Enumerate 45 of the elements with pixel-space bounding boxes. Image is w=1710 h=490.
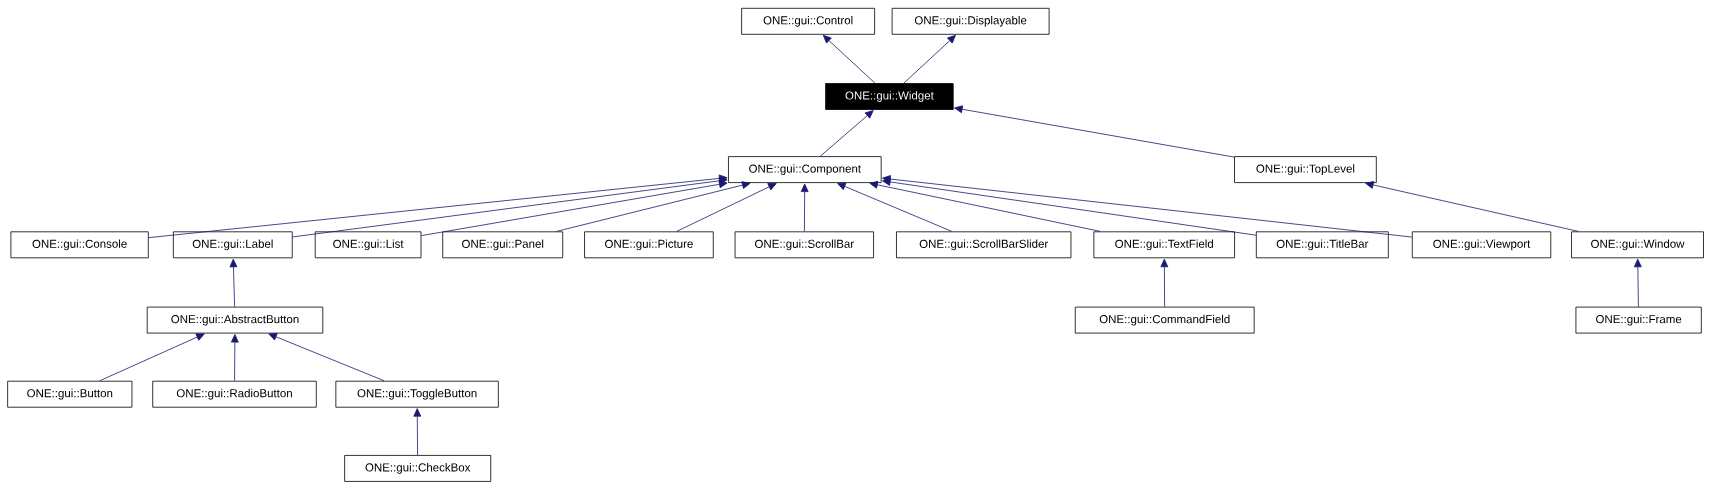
inheritance-arrow [229,258,238,308]
class-box: ONE::gui::Window [1571,231,1704,259]
inheritance-arrow [882,175,1413,238]
class-box: ONE::gui::TitleBar [1255,231,1389,259]
class-box: ONE::gui::CommandField [1074,306,1255,334]
class-box: ONE::gui::Viewport [1411,231,1552,259]
class-box: ONE::gui::CheckBox [344,455,492,482]
inheritance-arrow [869,180,1101,232]
highlighted-class-box: ONE::gui::Widget [825,83,954,110]
class-box: ONE::gui::Displayable [891,7,1050,35]
inheritance-arrow [822,34,876,84]
inheritance-arrow [99,333,205,382]
inheritance-arrow [268,333,385,382]
inheritance-arrow [800,183,809,232]
class-box: ONE::gui::AbstractButton [146,306,324,334]
inheritance-arrow [954,105,1235,158]
inheritance-arrow [819,110,874,157]
class-box: ONE::gui::List [314,231,422,259]
inheritance-arrow [148,174,728,239]
class-box: ONE::gui::ScrollBarSlider [896,231,1072,259]
class-box: ONE::gui::Picture [584,231,714,259]
class-box: ONE::gui::Console [10,231,149,259]
inheritance-arrow [413,408,422,456]
inheritance-arrow [882,178,1257,236]
class-box: ONE::gui::TextField [1093,231,1235,259]
inheritance-arrow [230,334,239,382]
class-box: ONE::gui::RadioButton [152,380,317,408]
inheritance-arrow [292,176,728,238]
class-box: ONE::gui::Button [7,380,133,408]
class-box: ONE::gui::ToggleButton [335,380,499,408]
inheritance-arrow [676,183,777,232]
inheritance-arrow [1633,258,1642,308]
class-box: ONE::gui::TopLevel [1234,156,1377,183]
class-box: ONE::gui::Control [741,7,875,35]
inheritance-arrow [837,182,953,232]
class-box: ONE::gui::ScrollBar [734,231,874,259]
class-box: ONE::gui::Frame [1575,306,1702,334]
class-box: ONE::gui::Component [728,156,882,183]
inheritance-arrow [1160,258,1169,308]
inheritance-arrow [556,181,751,232]
class-box: ONE::gui::Panel [442,231,564,259]
inheritance-arrow [1365,181,1579,232]
inheritance-arrow [903,34,956,84]
class-box: ONE::gui::Label [172,231,293,259]
inheritance-arrow [421,180,728,237]
